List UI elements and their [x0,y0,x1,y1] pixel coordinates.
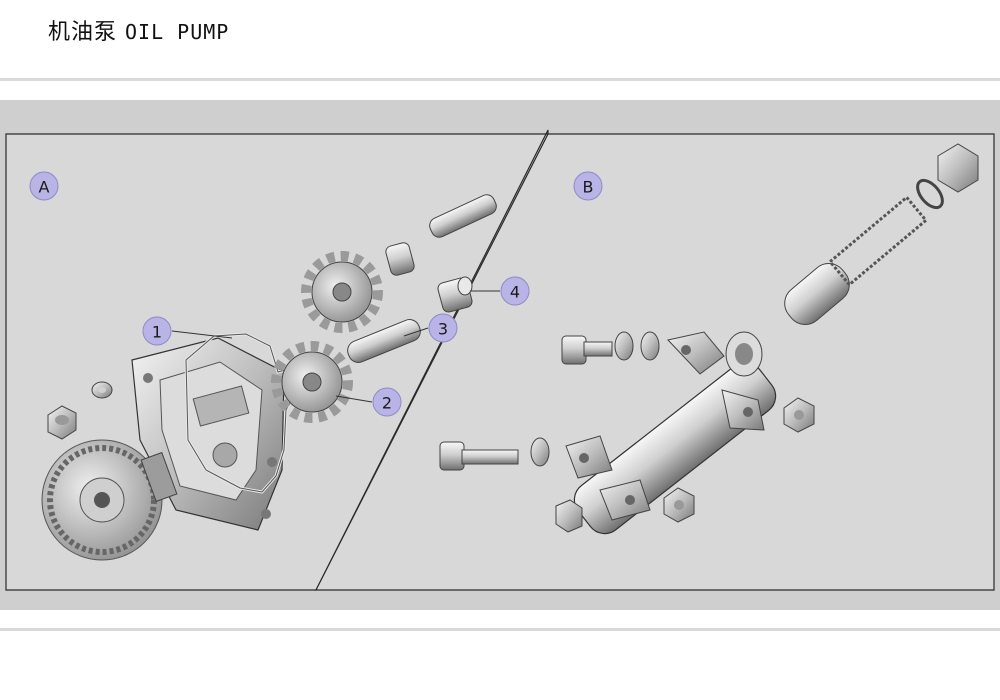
bottom-divider [0,628,1000,631]
upper-pin [429,194,497,238]
callout-4-text: 4 [510,283,520,302]
callout-1: 1 [142,316,172,346]
callout-4: 4 [500,276,530,306]
page-title: 机油泵 OIL PUMP [48,14,229,46]
section-label-b: B [573,171,603,201]
relief-spring [827,195,929,287]
valve-plug [555,499,583,533]
section-label-a: A [29,171,59,201]
callout-2: 2 [372,387,402,417]
rotor-gear-lower [271,341,353,423]
rotor-gear-upper [301,251,383,333]
callout-3-text: 3 [438,320,448,339]
leader-3 [403,327,429,337]
callout-1-text: 1 [152,323,162,342]
title-chinese: 机油泵 [48,20,118,45]
pump-housing [131,337,285,531]
drive-gear [41,439,163,561]
panel-b [315,133,995,591]
gear-nut [47,405,77,440]
upper-washer-1 [614,331,634,361]
top-divider [0,78,1000,81]
upper-bolt [561,335,613,365]
pump-shaft [347,319,421,363]
cap-nut [937,143,979,193]
title-english: OIL PUMP [125,20,230,44]
gear-washer [91,381,113,399]
leader-2 [335,395,373,403]
callout-2-text: 2 [382,394,392,413]
callout-3: 3 [428,313,458,343]
leader-lines [171,290,500,403]
relief-plunger [784,263,850,325]
cap-washer [916,178,944,210]
lower-bolt [439,441,519,471]
upper-bushing [385,242,415,276]
lower-washer [530,437,550,467]
upper-washer-2 [640,331,660,361]
section-label-b-text: B [583,178,594,197]
right-nut [783,397,815,433]
leader-1 [171,330,233,339]
section-label-a-text: A [39,178,50,197]
bushing [437,276,473,313]
bottom-nut [663,487,695,523]
relief-valve-body [565,331,777,535]
